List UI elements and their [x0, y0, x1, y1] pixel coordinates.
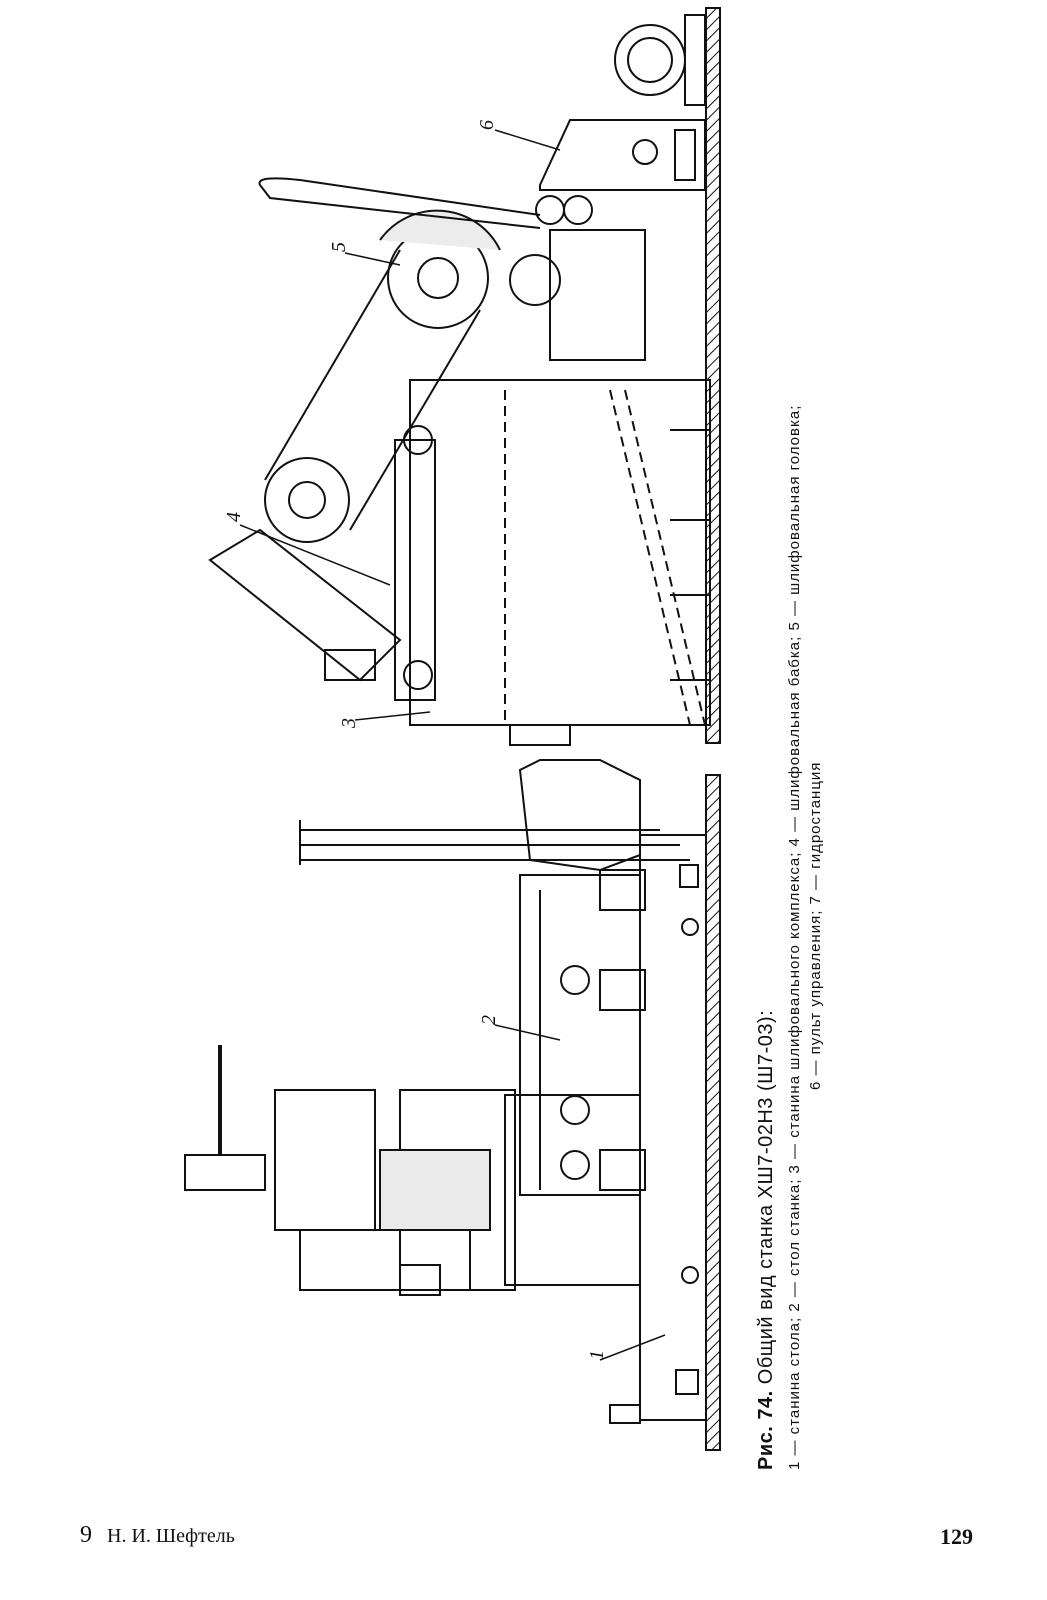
bed-foot-bottom — [675, 1369, 699, 1395]
grinding-wheel-lower — [379, 1149, 491, 1231]
gearbox — [549, 229, 646, 361]
callout-6: 6 — [476, 120, 498, 130]
grinding-headstock-pulley — [264, 457, 350, 543]
control-panel — [539, 119, 706, 191]
callout-5: 5 — [328, 242, 350, 252]
page-number: 129 — [940, 1524, 973, 1549]
rail-pulley-bottom-icon — [403, 660, 433, 690]
floor-hatch-upper — [705, 7, 721, 744]
hose — [258, 177, 541, 229]
table-hub-icon — [560, 965, 590, 995]
footer-signature: 9 Н. И. Шефтель — [80, 1522, 235, 1549]
bed-bolt-icon — [681, 918, 699, 936]
motor-housing — [274, 1089, 376, 1231]
caption-title: Рис. 74. Общий вид станка ХШ7-02Н3 (Ш7-0… — [755, 0, 778, 1470]
legend-line-1: 1 — станина стола; 2 — стол станка; 3 — … — [786, 404, 803, 1470]
callout-3: 3 — [338, 718, 360, 729]
figure-caption: Рис. 74. Общий вид станка ХШ7-02Н3 (Ш7-0… — [755, 0, 826, 1470]
headstock-cylinder — [208, 528, 402, 682]
grinding-complex-bed — [409, 379, 711, 726]
legend-line-2: 6 — пульт управления; 7 — гидростанция — [807, 761, 824, 1090]
motor-icon — [509, 254, 561, 306]
figure-label: Рис. — [755, 1425, 777, 1470]
figure-title: Общий вид станка ХШ7-02Н3 (Ш7-03): — [755, 1009, 777, 1385]
callout-4: 4 — [223, 512, 245, 522]
drive-belt — [264, 249, 481, 531]
floor-hatch-lower — [705, 774, 721, 1451]
signature-number: 9 — [80, 1522, 92, 1548]
callout-2: 2 — [478, 1015, 500, 1025]
guide-rail — [394, 439, 436, 701]
feed-handle — [184, 1154, 266, 1191]
figure-legend: 1 — станина стола; 2 — стол станка; 3 — … — [784, 0, 826, 1470]
hydro-station — [614, 24, 686, 96]
author-name: Н. И. Шефтель — [107, 1525, 235, 1547]
callout-1: 1 — [586, 1350, 608, 1360]
machine-table — [519, 874, 641, 1196]
bed-foot-top — [679, 864, 699, 888]
control-frame — [518, 759, 641, 872]
figure-number: 74. — [755, 1390, 777, 1420]
